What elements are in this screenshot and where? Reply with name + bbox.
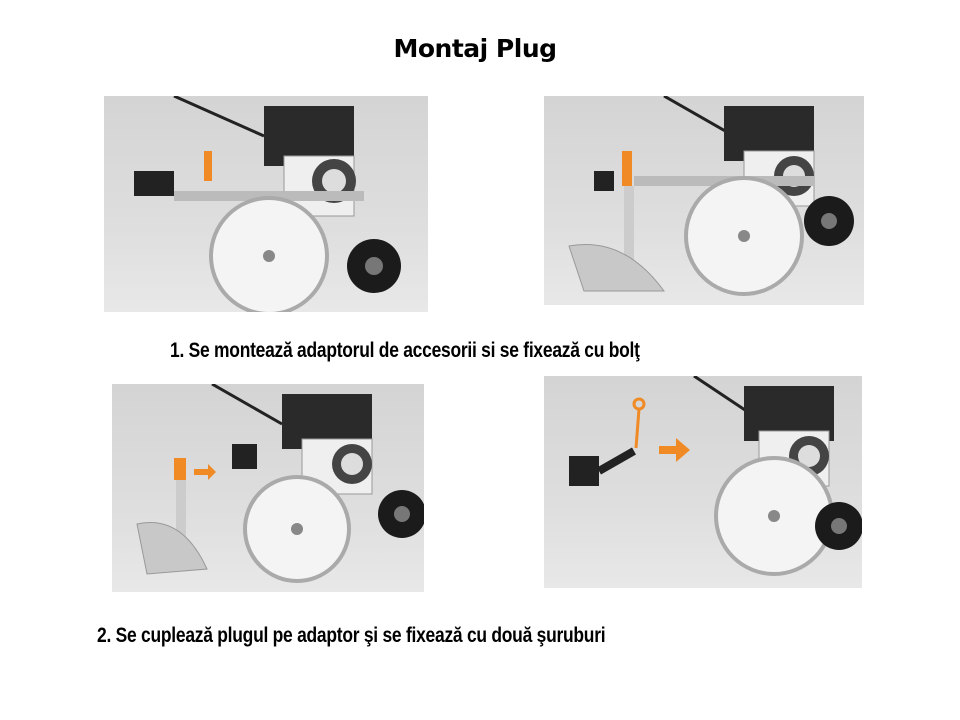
photo-plough-approach (112, 384, 424, 592)
photo-plough-coupling (544, 376, 862, 588)
step-1-caption: 1. Se montează adaptorul de accesorii si… (170, 339, 640, 362)
tiller-illustration (136, 384, 424, 583)
step-2-caption: 2. Se cuplează plugul pe adaptor şi se f… (97, 624, 606, 647)
photo-adapter-mounted (104, 96, 428, 312)
photo-adapter-pin (544, 96, 864, 305)
tiller-illustration (134, 96, 401, 312)
tiller-illustration (568, 96, 854, 296)
slide-title: Montaj Plug (393, 34, 557, 63)
tiller-illustration (569, 376, 862, 576)
